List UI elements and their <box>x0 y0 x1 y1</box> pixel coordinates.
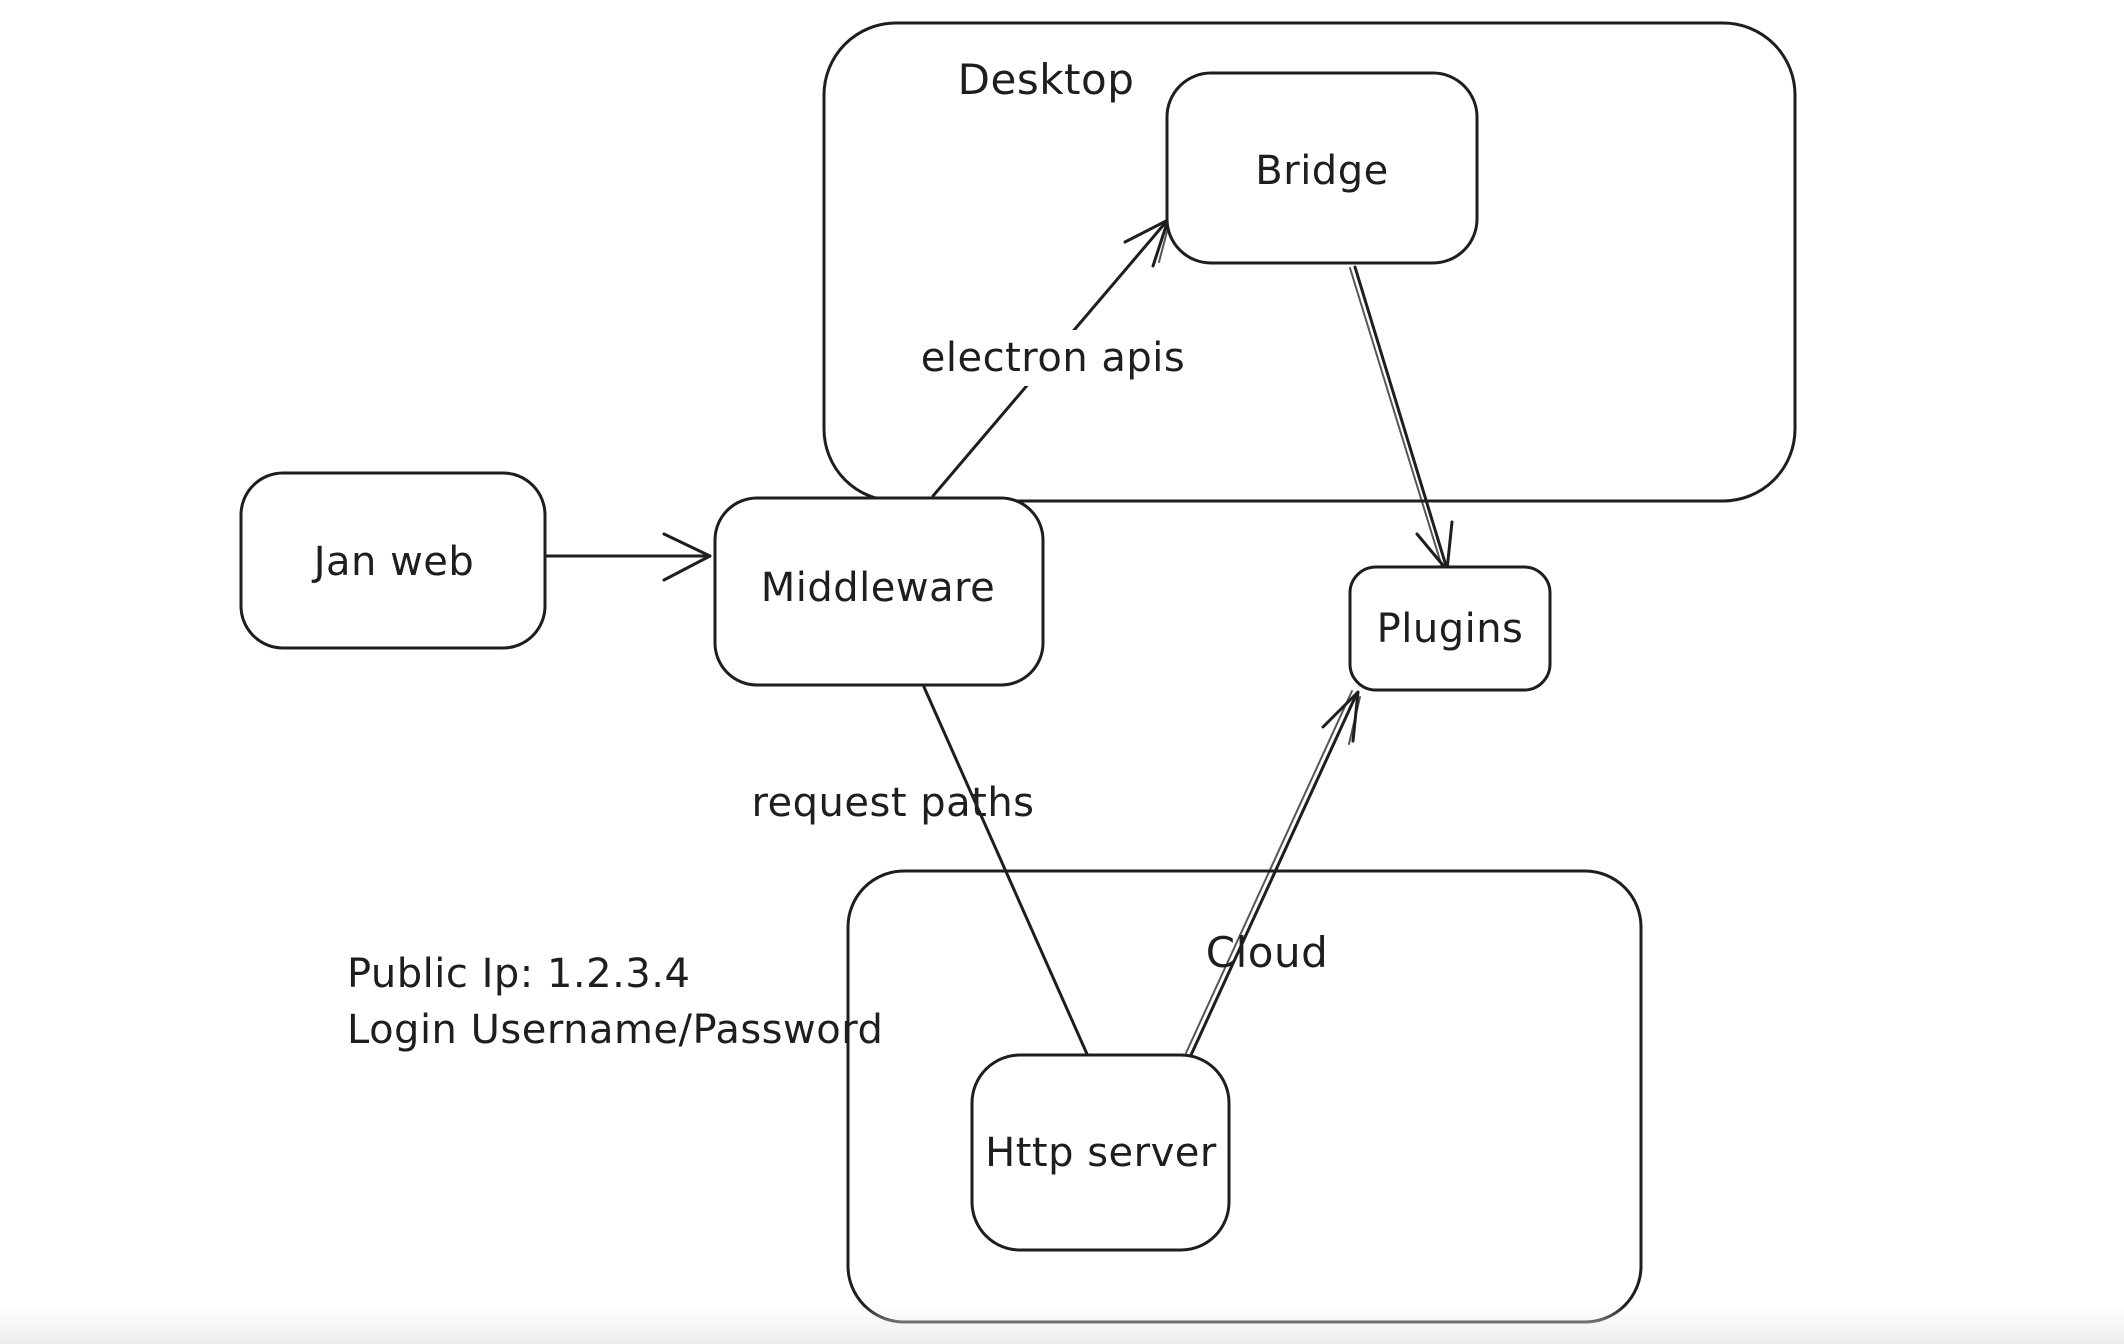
edge-label-request-paths: request paths <box>751 780 1035 826</box>
node-bridge-box <box>1165 71 1479 265</box>
node-middleware-box <box>713 496 1045 687</box>
httpserver-label: Http server <box>985 1130 1217 1176</box>
edge-httpserver-plugins-arrowhead-sketch <box>1348 696 1361 745</box>
bridge-label: Bridge <box>1255 148 1389 194</box>
edge-bridge-plugins-line-sketch <box>1349 267 1444 571</box>
edge-httpserver-plugins-line-sketch <box>1185 690 1353 1054</box>
edge-janweb-middleware-arrowhead <box>662 532 712 582</box>
middleware-label: Middleware <box>760 565 996 611</box>
edge-middleware-httpserver-line <box>922 685 1089 1056</box>
cloud-container-label: Cloud <box>1205 927 1329 977</box>
desktop-container-box <box>822 21 1797 503</box>
edge-label-electron-apis: electron apis <box>910 330 1196 386</box>
node-httpserver-box <box>970 1053 1231 1252</box>
edge-bridge-plugins-line <box>1353 265 1449 571</box>
edge-httpserver-plugins-arrowhead <box>1321 690 1360 743</box>
note-login: Login Username/Password <box>347 1007 884 1053</box>
node-plugins-box <box>1348 565 1552 692</box>
plugins-label: Plugins <box>1376 606 1524 652</box>
notes-block: Public Ip: 1.2.3.4 Login Username/Passwo… <box>347 946 883 1058</box>
janweb-label: Jan web <box>313 539 475 585</box>
edge-httpserver-plugins-line <box>1189 691 1359 1057</box>
node-janweb-box <box>239 471 547 650</box>
desktop-container-label: Desktop <box>957 54 1135 104</box>
note-public-ip: Public Ip: 1.2.3.4 <box>347 951 691 997</box>
